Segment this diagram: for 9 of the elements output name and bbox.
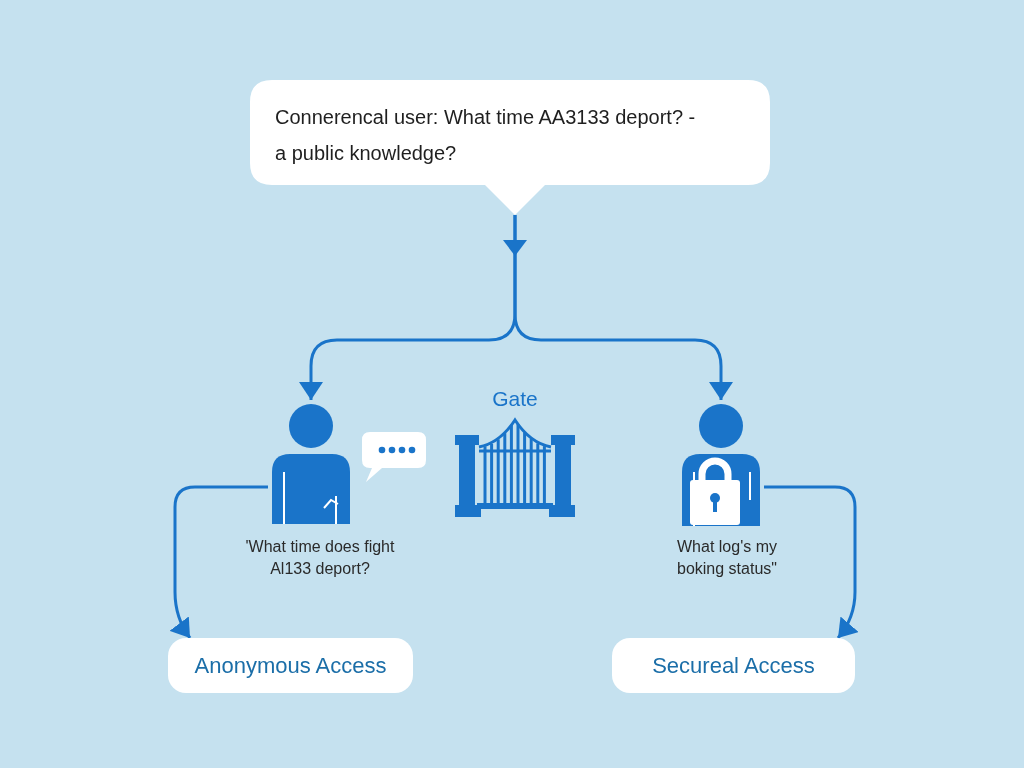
question-text: Connerencal user: What time AA3133 deport? - a public knowledge? (275, 105, 697, 166)
arrow (764, 485, 859, 639)
access-card: Anonymous Access (168, 638, 413, 693)
speech-bubble (250, 80, 770, 215)
quote-caption: What log's my boking status" (676, 537, 778, 579)
gate-label: Gate (491, 386, 539, 412)
access-card: Secureal Access (612, 638, 855, 693)
quote-caption: 'What time does fight Al133 deport? (244, 537, 396, 579)
arrow (169, 485, 268, 639)
